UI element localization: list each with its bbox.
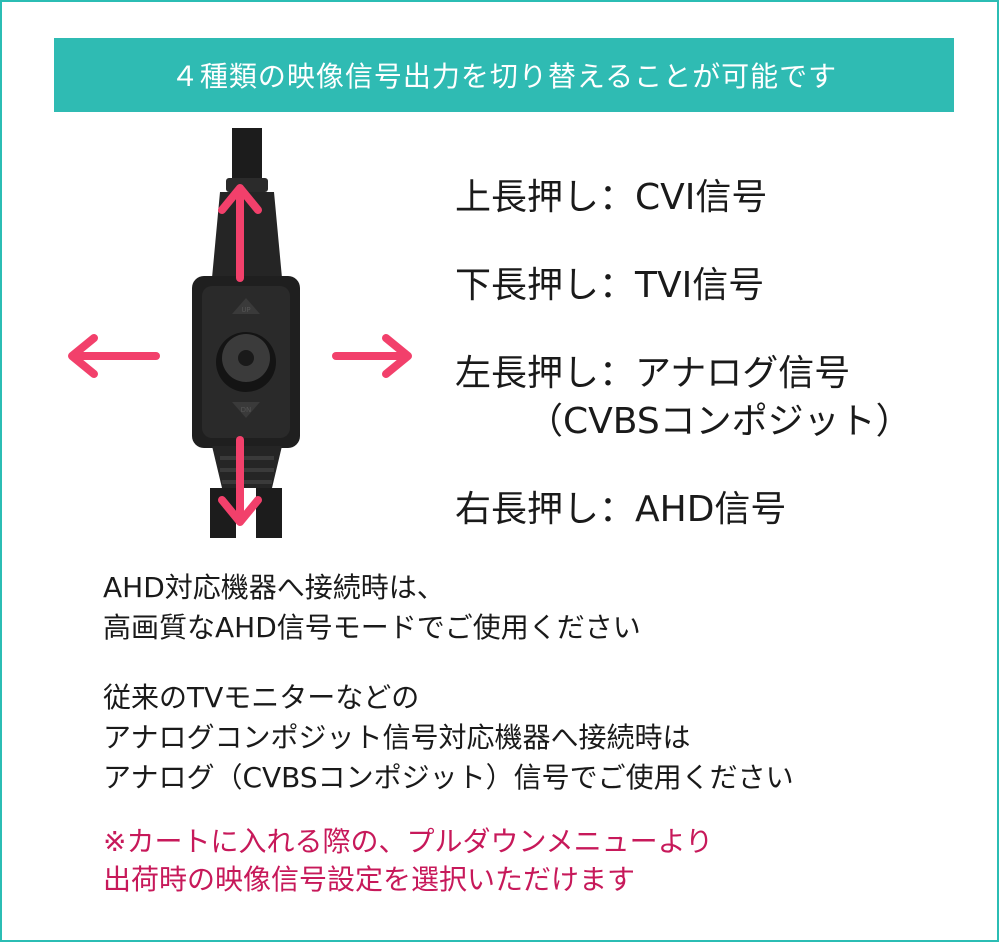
note-line2: 出荷時の映像信号設定を選択いただけます [103,863,636,896]
up-mark-icon [232,298,260,314]
ahd-paragraph-line1: AHD対応機器へ接続時は、 [103,571,445,604]
down-mark-label: DN [241,406,252,414]
ridge-3 [222,480,272,484]
knob-center-icon [238,350,254,366]
arrow-left-icon [68,334,160,378]
note-line1: ※カートに入れる際の、プルダウンメニューより [103,825,714,858]
mode-left-sub: （CVBSコンポジット） [527,401,912,442]
mode-up: 上長押し：CVI信号 [455,177,768,218]
arrow-down-icon [218,436,262,526]
up-mark-label: UP [241,306,250,314]
banner-title: ４種類の映像信号出力を切り替えることが可能です [170,60,838,93]
cable-bottom-right [256,488,282,538]
header-banner: ４種類の映像信号出力を切り替えることが可能です [54,38,954,112]
analog-paragraph-line3: アナログ（CVBSコンポジット）信号でご使用ください [103,761,794,794]
analog-paragraph-line2: アナログコンポジット信号対応機器へ接続時は [103,721,691,754]
arrow-right-icon [332,334,412,378]
arrow-up-icon [218,184,262,282]
cable-top [232,128,262,183]
ahd-paragraph-line2: 高画質なAHD信号モードでご使用ください [103,611,641,644]
mode-right: 右長押し：AHD信号 [455,489,787,530]
mode-down: 下長押し：TVI信号 [455,265,765,306]
strain-relief-top [212,192,282,278]
mode-left: 左長押し：アナログ信号 [455,353,851,394]
ridge-1 [220,456,274,460]
ridge-2 [220,468,274,472]
joystick-svg: UP DN [68,128,412,538]
analog-paragraph-line1: 従来のTVモニターなどの [103,681,420,714]
cable-ring-top [226,178,268,192]
down-mark-icon [232,402,260,418]
joystick-illustration: UP DN [60,128,430,538]
